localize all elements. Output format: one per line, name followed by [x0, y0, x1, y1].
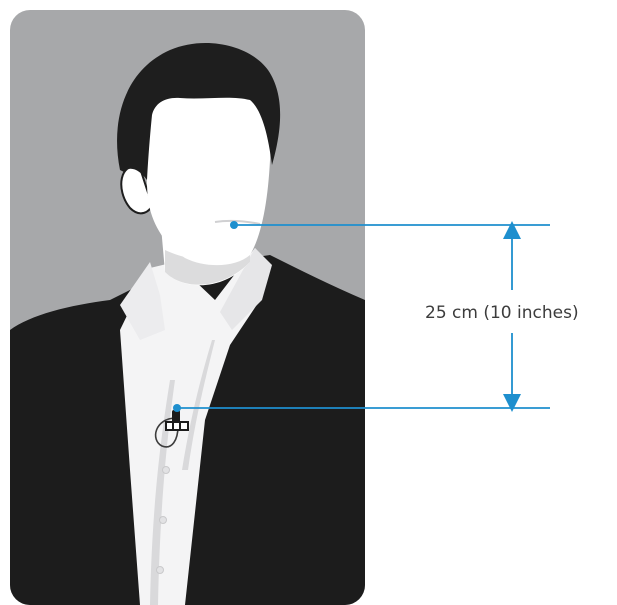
- mouth-marker-dot: [230, 221, 238, 229]
- shirt-button: [163, 467, 170, 474]
- distance-label: 25 cm (10 inches): [425, 303, 579, 323]
- shirt-button: [160, 517, 167, 524]
- face: [147, 81, 271, 265]
- mic-marker-dot: [173, 404, 181, 412]
- shirt-button: [157, 567, 164, 574]
